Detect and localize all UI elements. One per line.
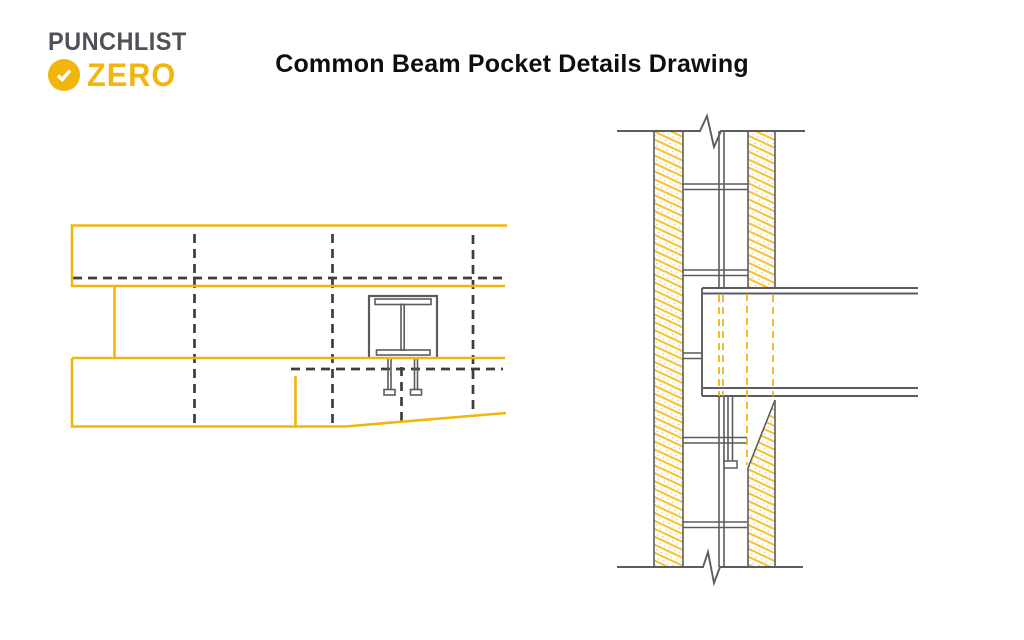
plan-hidden-dashed-lines — [73, 234, 503, 426]
beam-top-flange — [374, 298, 432, 306]
section-wall-stud-lines — [718, 131, 725, 567]
beam-bottom-flange — [375, 349, 431, 356]
beam-web — [400, 303, 406, 351]
plan-anchor-bolts — [383, 359, 423, 396]
pocket-diagonal-cut — [747, 399, 776, 469]
punchlist-zero-logo: PUNCHLIST ZERO — [48, 30, 196, 91]
section-break-lines — [617, 113, 805, 587]
section-anchor-bolt — [723, 397, 738, 469]
section-hidden-dashed-lines — [718, 294, 774, 465]
page-title: Common Beam Pocket Details Drawing — [275, 50, 749, 78]
bottom-break-line — [617, 548, 803, 587]
section-wall-outlines — [653, 131, 776, 567]
section-steel-beam — [701, 287, 918, 397]
logo-wordmark-punchlist: PUNCHLIST — [48, 28, 187, 56]
beam-pocket-plan-view-drawing — [70, 224, 507, 428]
checkmark-icon — [48, 59, 80, 91]
beam-pocket-section-view-drawing — [617, 113, 918, 587]
plan-beam-pocket — [367, 294, 439, 358]
plan-wall-outlines — [70, 224, 507, 428]
section-blocking — [683, 183, 748, 529]
top-break-line — [617, 113, 805, 151]
logo-wordmark-zero: ZERO — [87, 57, 177, 93]
section-masonry-hatch — [654, 131, 775, 567]
